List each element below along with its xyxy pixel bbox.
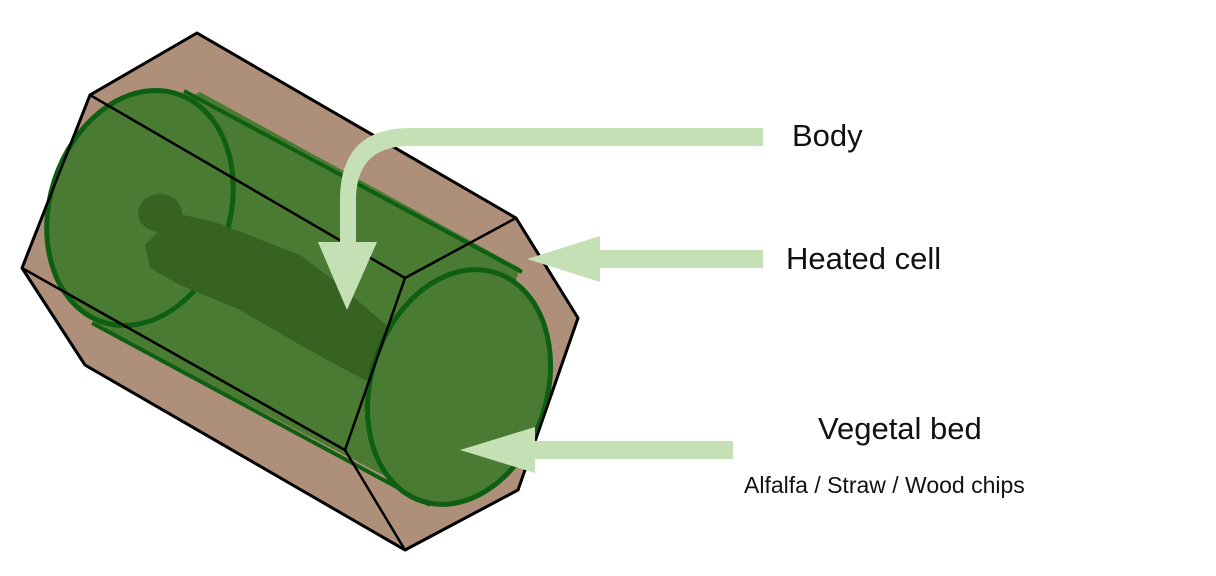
body-arrow <box>318 128 763 310</box>
vegetal-bed-label: Vegetal bed <box>818 411 982 446</box>
heated-cell-label: Heated cell <box>786 241 942 276</box>
vegetal-bed-arrow <box>460 427 733 473</box>
vegetal-bed-materials-label: Alfalfa / Straw / Wood chips <box>744 472 1025 498</box>
body-label: Body <box>792 118 863 153</box>
heated-cell-arrow <box>527 236 763 282</box>
cylinder-bottom-edge <box>91 321 431 507</box>
